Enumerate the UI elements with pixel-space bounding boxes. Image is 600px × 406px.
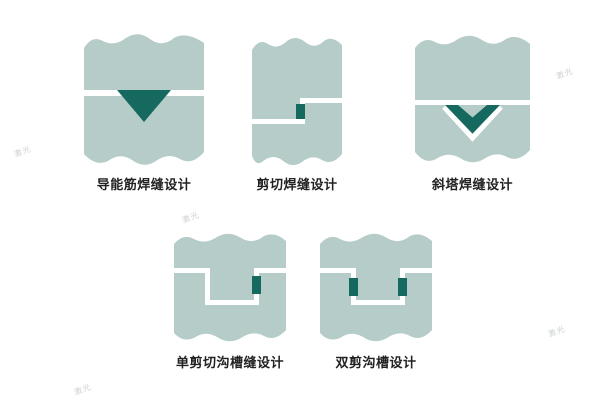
weld-bead-left xyxy=(349,278,358,296)
upper-part-tongue xyxy=(174,233,286,300)
figure-inclined-tower-weld: 斜塔焊缝设计 xyxy=(415,30,530,191)
lower-part-groove xyxy=(320,273,432,342)
weld-bead-right xyxy=(252,276,261,294)
weld-triangle xyxy=(117,90,171,122)
figure-shear-weld: 剪切焊缝设计 xyxy=(252,32,342,191)
double-shear-groove-diagram xyxy=(320,233,432,342)
energy-director-weld-diagram xyxy=(84,34,204,165)
figure-energy-director-weld: 导能筋焊缝设计 xyxy=(84,28,204,191)
lower-part xyxy=(252,103,342,166)
upper-part-tongue xyxy=(320,233,432,300)
upper-part xyxy=(84,34,204,90)
upper-part xyxy=(415,35,530,100)
inclined-tower-weld-diagram xyxy=(415,35,530,163)
caption-inclined-tower-weld: 斜塔焊缝设计 xyxy=(431,177,513,192)
watermark: 激光 xyxy=(72,382,93,397)
figure-double-shear-groove: 双剪沟槽设计 xyxy=(320,228,432,369)
watermark: 激光 xyxy=(554,66,575,81)
lower-part-groove xyxy=(174,273,286,342)
caption-double-shear-groove: 双剪沟槽设计 xyxy=(335,355,417,370)
v-gap xyxy=(442,105,503,142)
watermark: 激光 xyxy=(12,144,33,159)
weld-chevron xyxy=(445,105,500,134)
figure-single-shear-groove: 单剪切沟槽缝设计 xyxy=(174,228,286,369)
weld-bead xyxy=(296,104,305,119)
upper-part xyxy=(252,38,342,119)
watermark: 激光 xyxy=(546,324,567,339)
caption-single-shear-groove: 单剪切沟槽缝设计 xyxy=(175,355,284,370)
caption-shear-weld: 剪切焊缝设计 xyxy=(256,177,338,192)
shear-weld-diagram xyxy=(252,38,342,166)
lower-part xyxy=(84,96,204,165)
caption-energy-director-weld: 导能筋焊缝设计 xyxy=(96,177,192,192)
single-shear-groove-diagram xyxy=(174,233,286,342)
weld-bead-right xyxy=(398,278,407,296)
lower-part xyxy=(415,105,530,163)
watermark: 激光 xyxy=(180,210,201,225)
